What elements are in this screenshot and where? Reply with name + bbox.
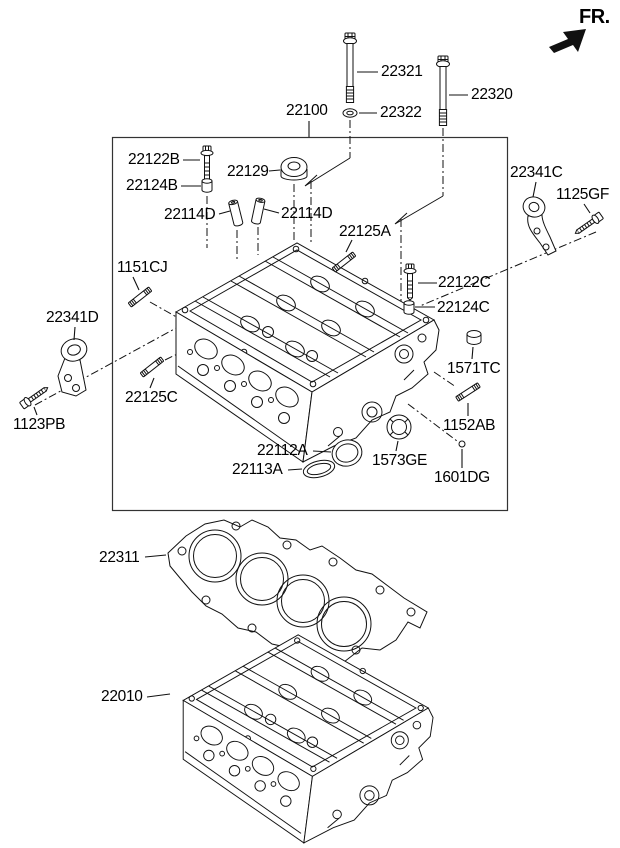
- leader-line-22114D-left: [218, 210, 231, 215]
- grommet-22129-icon: [280, 157, 308, 181]
- front-direction-label: FR.: [579, 6, 610, 28]
- stud-1152AB-icon: [455, 382, 481, 402]
- fr-arrow-icon: [549, 29, 586, 53]
- pilot-bush-22124C-icon: [403, 300, 415, 315]
- leader-line-1573GE: [395, 440, 399, 452]
- bracket-22341C-icon: [522, 196, 557, 256]
- leader-line-1571TC: [471, 346, 474, 360]
- assembly-box-22100: [111, 136, 509, 512]
- leader-line-22311: [144, 554, 167, 558]
- washer-22322-icon: [342, 108, 358, 118]
- leader-line-1151CJ: [132, 276, 140, 291]
- seal-ring-22112A-icon: [331, 439, 363, 467]
- stud-1151CJ-icon: [127, 286, 153, 308]
- leader-line-22112A: [312, 450, 332, 453]
- valve-guide-right-22114D-icon: [250, 196, 266, 226]
- seal-1573GE-icon: [386, 414, 412, 440]
- leader-line-1125GF: [583, 203, 591, 214]
- gasket-ring-22113A-icon: [302, 459, 336, 479]
- leader-line-22125C: [149, 377, 155, 389]
- leader-line-22010: [146, 693, 171, 698]
- valve-guide-left-22114D-icon: [227, 198, 244, 228]
- leader-line-22129: [268, 169, 281, 172]
- bracket-22341D-icon: [57, 338, 88, 397]
- bolt-1125GF-icon: [572, 210, 605, 238]
- head-gasket-22311-drawing: [167, 519, 428, 663]
- leader-line-22113A: [287, 468, 303, 471]
- leader-line-22341C: [532, 181, 537, 198]
- leader-line-22125A: [345, 239, 353, 253]
- leader-lines-layer: [33, 71, 591, 698]
- long-bolt-22321-icon: [343, 32, 357, 103]
- long-bolt-22320-icon: [436, 55, 450, 126]
- axis-break-marks: [304, 157, 444, 225]
- bolt-1123PB-icon: [18, 383, 51, 411]
- flange-bolt-22122B-icon: [200, 145, 214, 183]
- leader-line-22341D: [73, 326, 76, 341]
- pin-1601DG-icon: [458, 440, 466, 448]
- leader-line-1123PB: [33, 406, 38, 416]
- assembly-axis-lines: [34, 120, 597, 442]
- flange-bolt-22122C-icon: [403, 263, 417, 301]
- leader-line-22114D-right: [263, 208, 280, 214]
- stud-22125C-icon: [139, 356, 165, 378]
- plug-1571TC-icon: [466, 330, 482, 345]
- cylinder-head-22010-drawing: [182, 634, 434, 844]
- pilot-bush-22124B-icon: [201, 178, 213, 193]
